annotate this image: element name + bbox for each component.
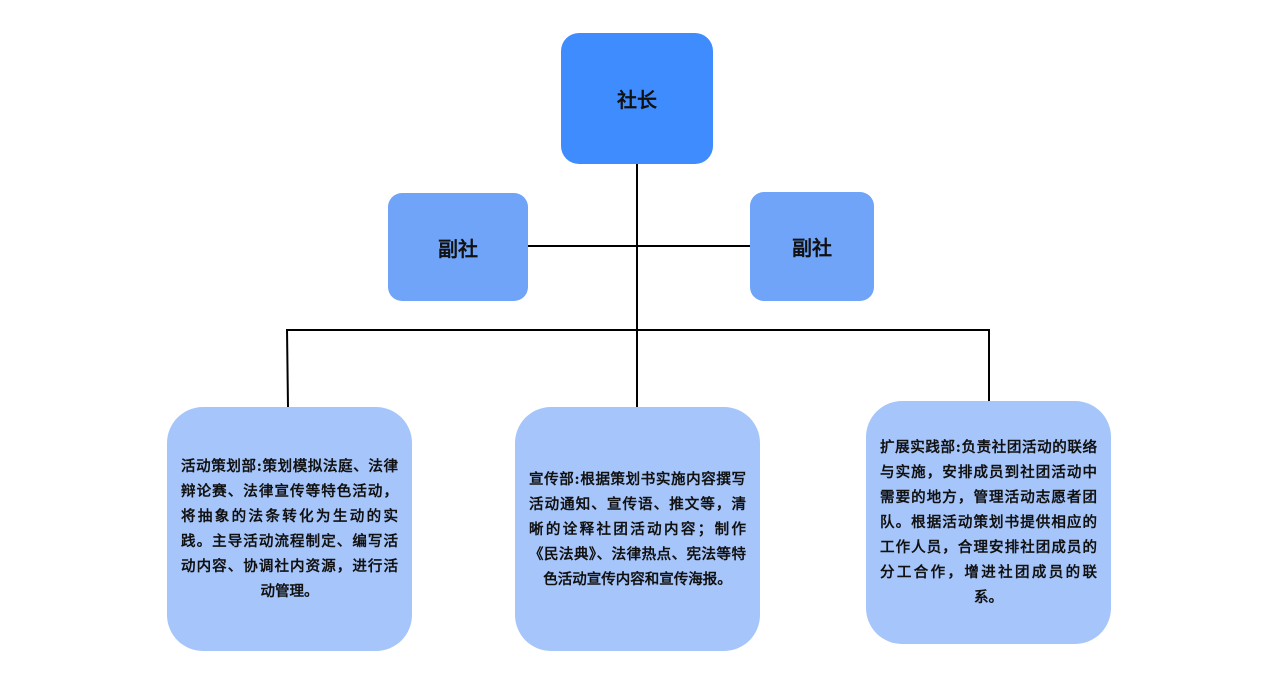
dept-node-planning: 活动策划部:策划模拟法庭、法律辩论赛、法律宣传等特色活动，将抽象的法条转化为生动…	[167, 407, 412, 651]
dept-node-publicity: 宣传部:根据策划书实施内容撰写活动通知、宣传语、推文等，清晰的诠释社团活动内容；…	[515, 407, 760, 651]
vice-president-label: 副社	[792, 236, 832, 260]
president-label: 社长	[617, 88, 657, 112]
vice-president-node-right: 副社	[750, 192, 874, 301]
president-node: 社长	[561, 33, 713, 164]
dept-description: 扩展实践部:负责社团活动的联络与实施，安排成员到社团活动中需要的地方，管理活动志…	[880, 439, 1097, 606]
vice-president-node-left: 副社	[388, 193, 528, 301]
dept-node-outreach: 扩展实践部:负责社团活动的联络与实施，安排成员到社团活动中需要的地方，管理活动志…	[866, 401, 1111, 644]
vice-president-label: 副社	[438, 236, 478, 261]
dept-description: 宣传部:根据策划书实施内容撰写活动通知、宣传语、推文等，清晰的诠释社团活动内容；…	[529, 470, 746, 588]
dept-description: 活动策划部:策划模拟法庭、法律辩论赛、法律宣传等特色活动，将抽象的法条转化为生动…	[181, 458, 398, 600]
connector-drop-planning	[286, 328, 289, 408]
